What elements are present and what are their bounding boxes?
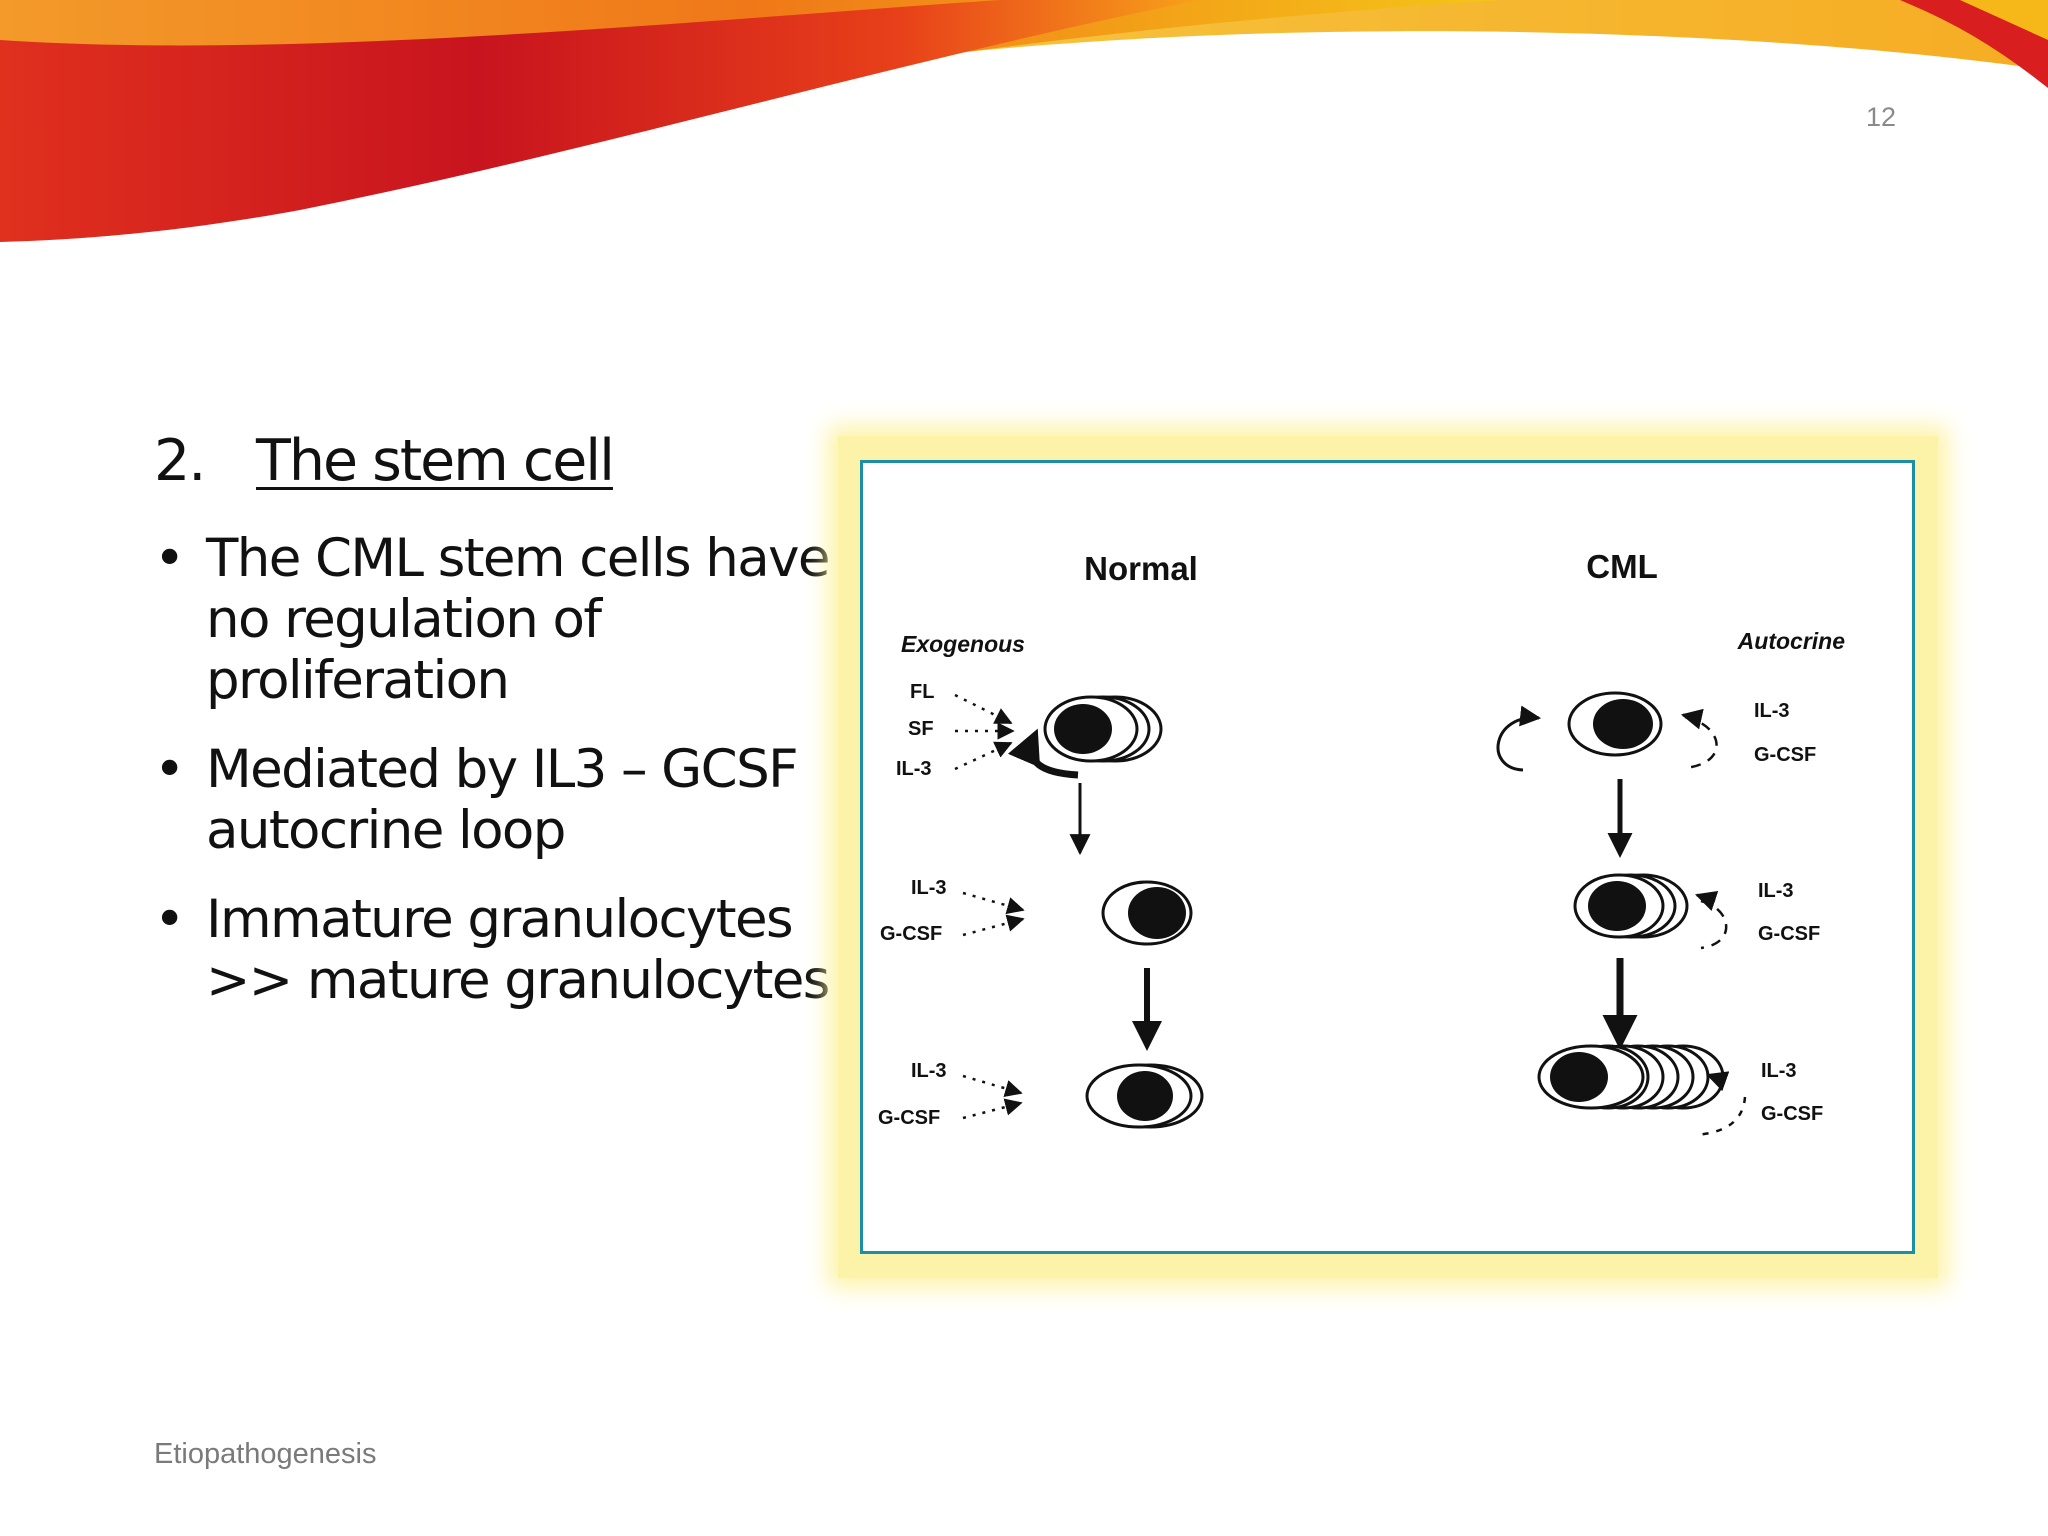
factor-label: IL-3 [1754, 700, 1790, 722]
section-heading: 2. The stem cell [154, 428, 615, 494]
bullet-dot-icon: • [154, 528, 185, 589]
bullet-item: • Immature granulocytes >> mature granulo… [154, 889, 834, 1011]
factor-label: G-CSF [880, 923, 942, 945]
exogenous-label: Exogenous [901, 631, 1025, 657]
bullet-dot-icon: • [154, 739, 185, 800]
factor-label: SF [908, 718, 934, 740]
footer-text: Etiopathogenesis [154, 1438, 377, 1470]
decorative-swoosh [0, 0, 2048, 242]
cml-autocrine-diagram: Normal CML Exogenous Autocrine FL SF IL-… [878, 548, 1846, 1137]
bullet-text: Immature granulocytes >> mature granuloc… [206, 889, 830, 1011]
bullet-item: • Mediated by IL3 – GCSF autocrine loop [154, 739, 834, 861]
factor-label: G-CSF [1758, 923, 1820, 945]
bullet-list: • The CML stem cells have no regulation o… [154, 528, 834, 1039]
heading-title: The stem cell [256, 428, 615, 494]
normal-title: Normal [1084, 550, 1198, 587]
factor-label: G-CSF [1754, 744, 1816, 766]
heading-number: 2. [154, 428, 206, 494]
page-number: 12 [1865, 102, 1896, 132]
bullet-item: • The CML stem cells have no regulation o… [154, 528, 834, 711]
factor-label: IL-3 [911, 877, 947, 899]
autocrine-label: Autocrine [1737, 628, 1846, 654]
factor-label: IL-3 [896, 758, 932, 780]
factor-label: IL-3 [911, 1060, 947, 1082]
factor-label: FL [910, 681, 934, 703]
factor-label: IL-3 [1758, 880, 1794, 902]
figure-box: Normal CML Exogenous Autocrine FL SF IL-… [860, 460, 1915, 1254]
normal-mature-cell-group: IL-3 G-CSF [878, 1060, 1204, 1129]
factor-label: G-CSF [878, 1107, 940, 1129]
cml-progenitor-cell-group: IL-3 G-CSF [1573, 873, 1820, 950]
bullet-dot-icon: • [154, 889, 185, 950]
bullet-text: The CML stem cells have no regulation of… [206, 528, 831, 711]
normal-stem-cell-group: FL SF IL-3 [896, 681, 1163, 780]
factor-label: IL-3 [1761, 1060, 1797, 1082]
factor-label: G-CSF [1761, 1103, 1823, 1125]
cml-stem-cell-group: IL-3 G-CSF [1496, 691, 1816, 772]
cml-title: CML [1586, 548, 1657, 585]
bullet-text: Mediated by IL3 – GCSF autocrine loop [206, 739, 799, 861]
normal-progenitor-cell-group: IL-3 G-CSF [880, 877, 1193, 946]
cml-mature-cell-group: IL-3 G-CSF [1537, 1044, 1823, 1137]
